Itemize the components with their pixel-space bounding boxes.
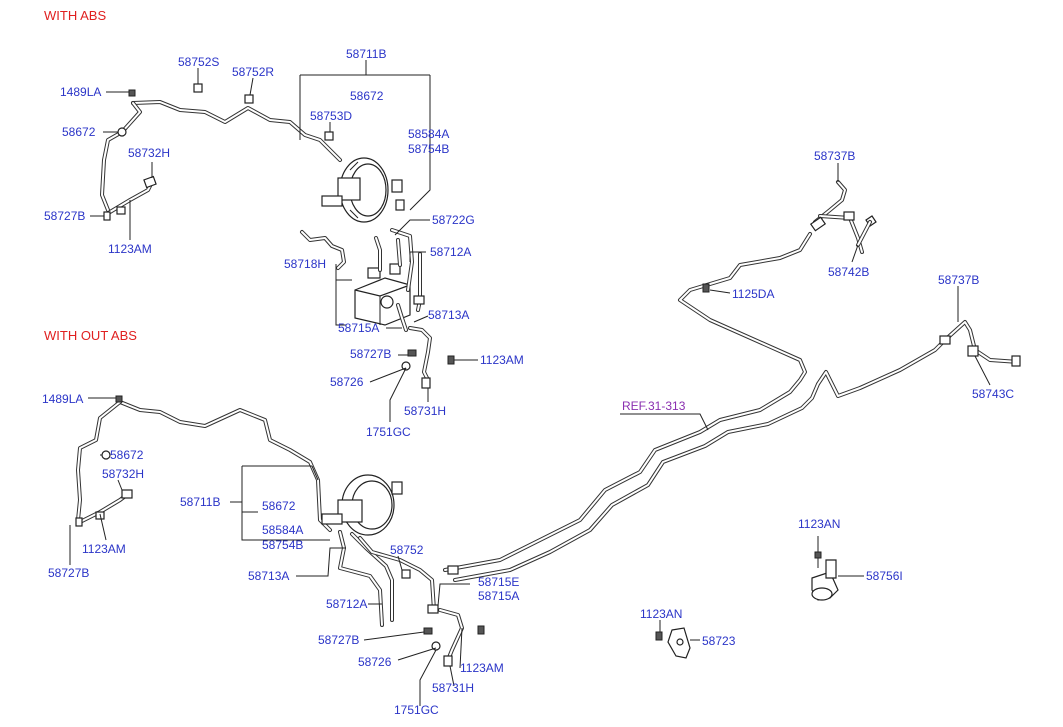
bolt-58727b-mid	[407, 349, 417, 357]
abs-brake-assembly	[90, 60, 478, 422]
label-58756i: 58756I	[866, 569, 903, 583]
label-58731h-bottom: 58731H	[432, 681, 474, 695]
leader-lines-abs	[90, 60, 478, 422]
label-58584a-top: 58584A	[408, 127, 449, 141]
label-58743c: 58743C	[972, 387, 1014, 401]
label-58723: 58723	[702, 634, 736, 648]
label-1123am-bottom-mid: 1123AM	[460, 661, 504, 675]
label-58726-top: 58726	[330, 375, 364, 389]
label-1125da: 1125DA	[732, 287, 774, 301]
hose-58731h-mid	[421, 377, 431, 389]
bolt-58727b-bottom	[423, 627, 433, 635]
label-1123am-bottom-left: 1123AM	[82, 542, 126, 556]
label-1123am-left: 1123AM	[108, 242, 152, 256]
bracket-58723	[655, 620, 700, 659]
label-58727b-mid: 58727B	[350, 347, 391, 361]
label-58722g: 58722G	[432, 213, 475, 227]
label-58711b-top: 58711B	[346, 47, 386, 61]
abs-lines	[300, 228, 432, 382]
fitting-58726-mid	[401, 361, 411, 371]
label-58672-top: 58672	[350, 89, 384, 103]
bolt-1123am-bottom	[477, 625, 485, 635]
bolt-1123am-mid	[447, 355, 455, 365]
bolt-1489la-top	[128, 89, 136, 97]
abs-modulator	[354, 263, 411, 326]
label-58715e: 58715E	[478, 575, 519, 589]
label-58584a-bottom: 58584A	[262, 523, 303, 537]
label-58715a-bottom: 58715A	[478, 589, 519, 603]
label-58672-bottom: 58672	[110, 448, 144, 462]
label-58727b-bottom-left: 58727B	[48, 566, 89, 580]
brake-booster-abs	[321, 157, 405, 223]
label-1489la-top: 1489LA	[60, 85, 101, 99]
label-1751gc-bottom: 1751GC	[394, 703, 439, 717]
label-58732h-top: 58732H	[128, 146, 170, 160]
rear-brake-lines	[443, 163, 1021, 582]
label-58726-bottom: 58726	[358, 655, 392, 669]
bolt-1125da	[702, 283, 710, 293]
label-58737b-right: 58737B	[938, 273, 979, 287]
flex-hose-left-non-abs	[75, 489, 133, 527]
fitting-58672-bottom	[101, 450, 111, 460]
label-58753d: 58753D	[310, 109, 352, 123]
label-1123an-bottom: 1123AN	[640, 607, 682, 621]
label-58752s: 58752S	[178, 55, 219, 69]
label-58742b: 58742B	[828, 265, 869, 279]
label-58754b-bottom: 58754B	[262, 538, 303, 552]
label-1489la-bottom: 1489LA	[42, 392, 83, 406]
label-1123am-mid: 1123AM	[480, 353, 524, 367]
clip-58752s	[193, 83, 203, 93]
label-58737b-top: 58737B	[814, 149, 855, 163]
label-58718h: 58718H	[284, 257, 326, 271]
label-58727b-bottom-mid: 58727B	[318, 633, 359, 647]
label-58754b-top: 58754B	[408, 142, 449, 156]
label-ref-31-313: REF.31-313	[622, 399, 686, 413]
label-58715a-top: 58715A	[338, 321, 379, 335]
label-58672-box: 58672	[262, 499, 296, 513]
label-58711b-bottom: 58711B	[180, 495, 220, 509]
label-58727b-left: 58727B	[44, 209, 85, 223]
bolt-1489la-bottom	[115, 395, 123, 403]
non-abs-brake-assembly	[69, 395, 485, 706]
bracket-58756i	[811, 536, 864, 601]
label-58752r: 58752R	[232, 65, 274, 79]
clip-58753d	[324, 131, 334, 141]
fitting-58672-left	[117, 127, 127, 137]
hose-58731h-bottom	[443, 655, 453, 667]
rear-hose-upper	[809, 180, 877, 254]
clip-58752r	[244, 94, 254, 104]
fitting-rear-line-end	[447, 565, 459, 575]
label-58672-left: 58672	[62, 125, 96, 139]
label-58712a-bottom: 58712A	[326, 597, 367, 611]
label-58752-bottom: 58752	[390, 543, 424, 557]
label-58713a-top: 58713A	[428, 308, 469, 322]
label-58713a-bottom: 58713A	[248, 569, 289, 583]
brake-booster-non-abs	[321, 474, 403, 536]
flex-hose-left-abs	[103, 175, 157, 221]
label-58732h-bottom: 58732H	[102, 467, 144, 481]
header-without-abs: WITH OUT ABS	[44, 328, 137, 343]
header-with-abs: WITH ABS	[44, 8, 106, 23]
rear-hose-right	[939, 320, 1021, 367]
label-58731h-top: 58731H	[404, 404, 446, 418]
label-1123an-top: 1123AN	[798, 517, 840, 531]
label-1751gc-top: 1751GC	[366, 425, 411, 439]
label-58712a-top: 58712A	[430, 245, 471, 259]
front-brake-line-abs	[100, 100, 342, 212]
